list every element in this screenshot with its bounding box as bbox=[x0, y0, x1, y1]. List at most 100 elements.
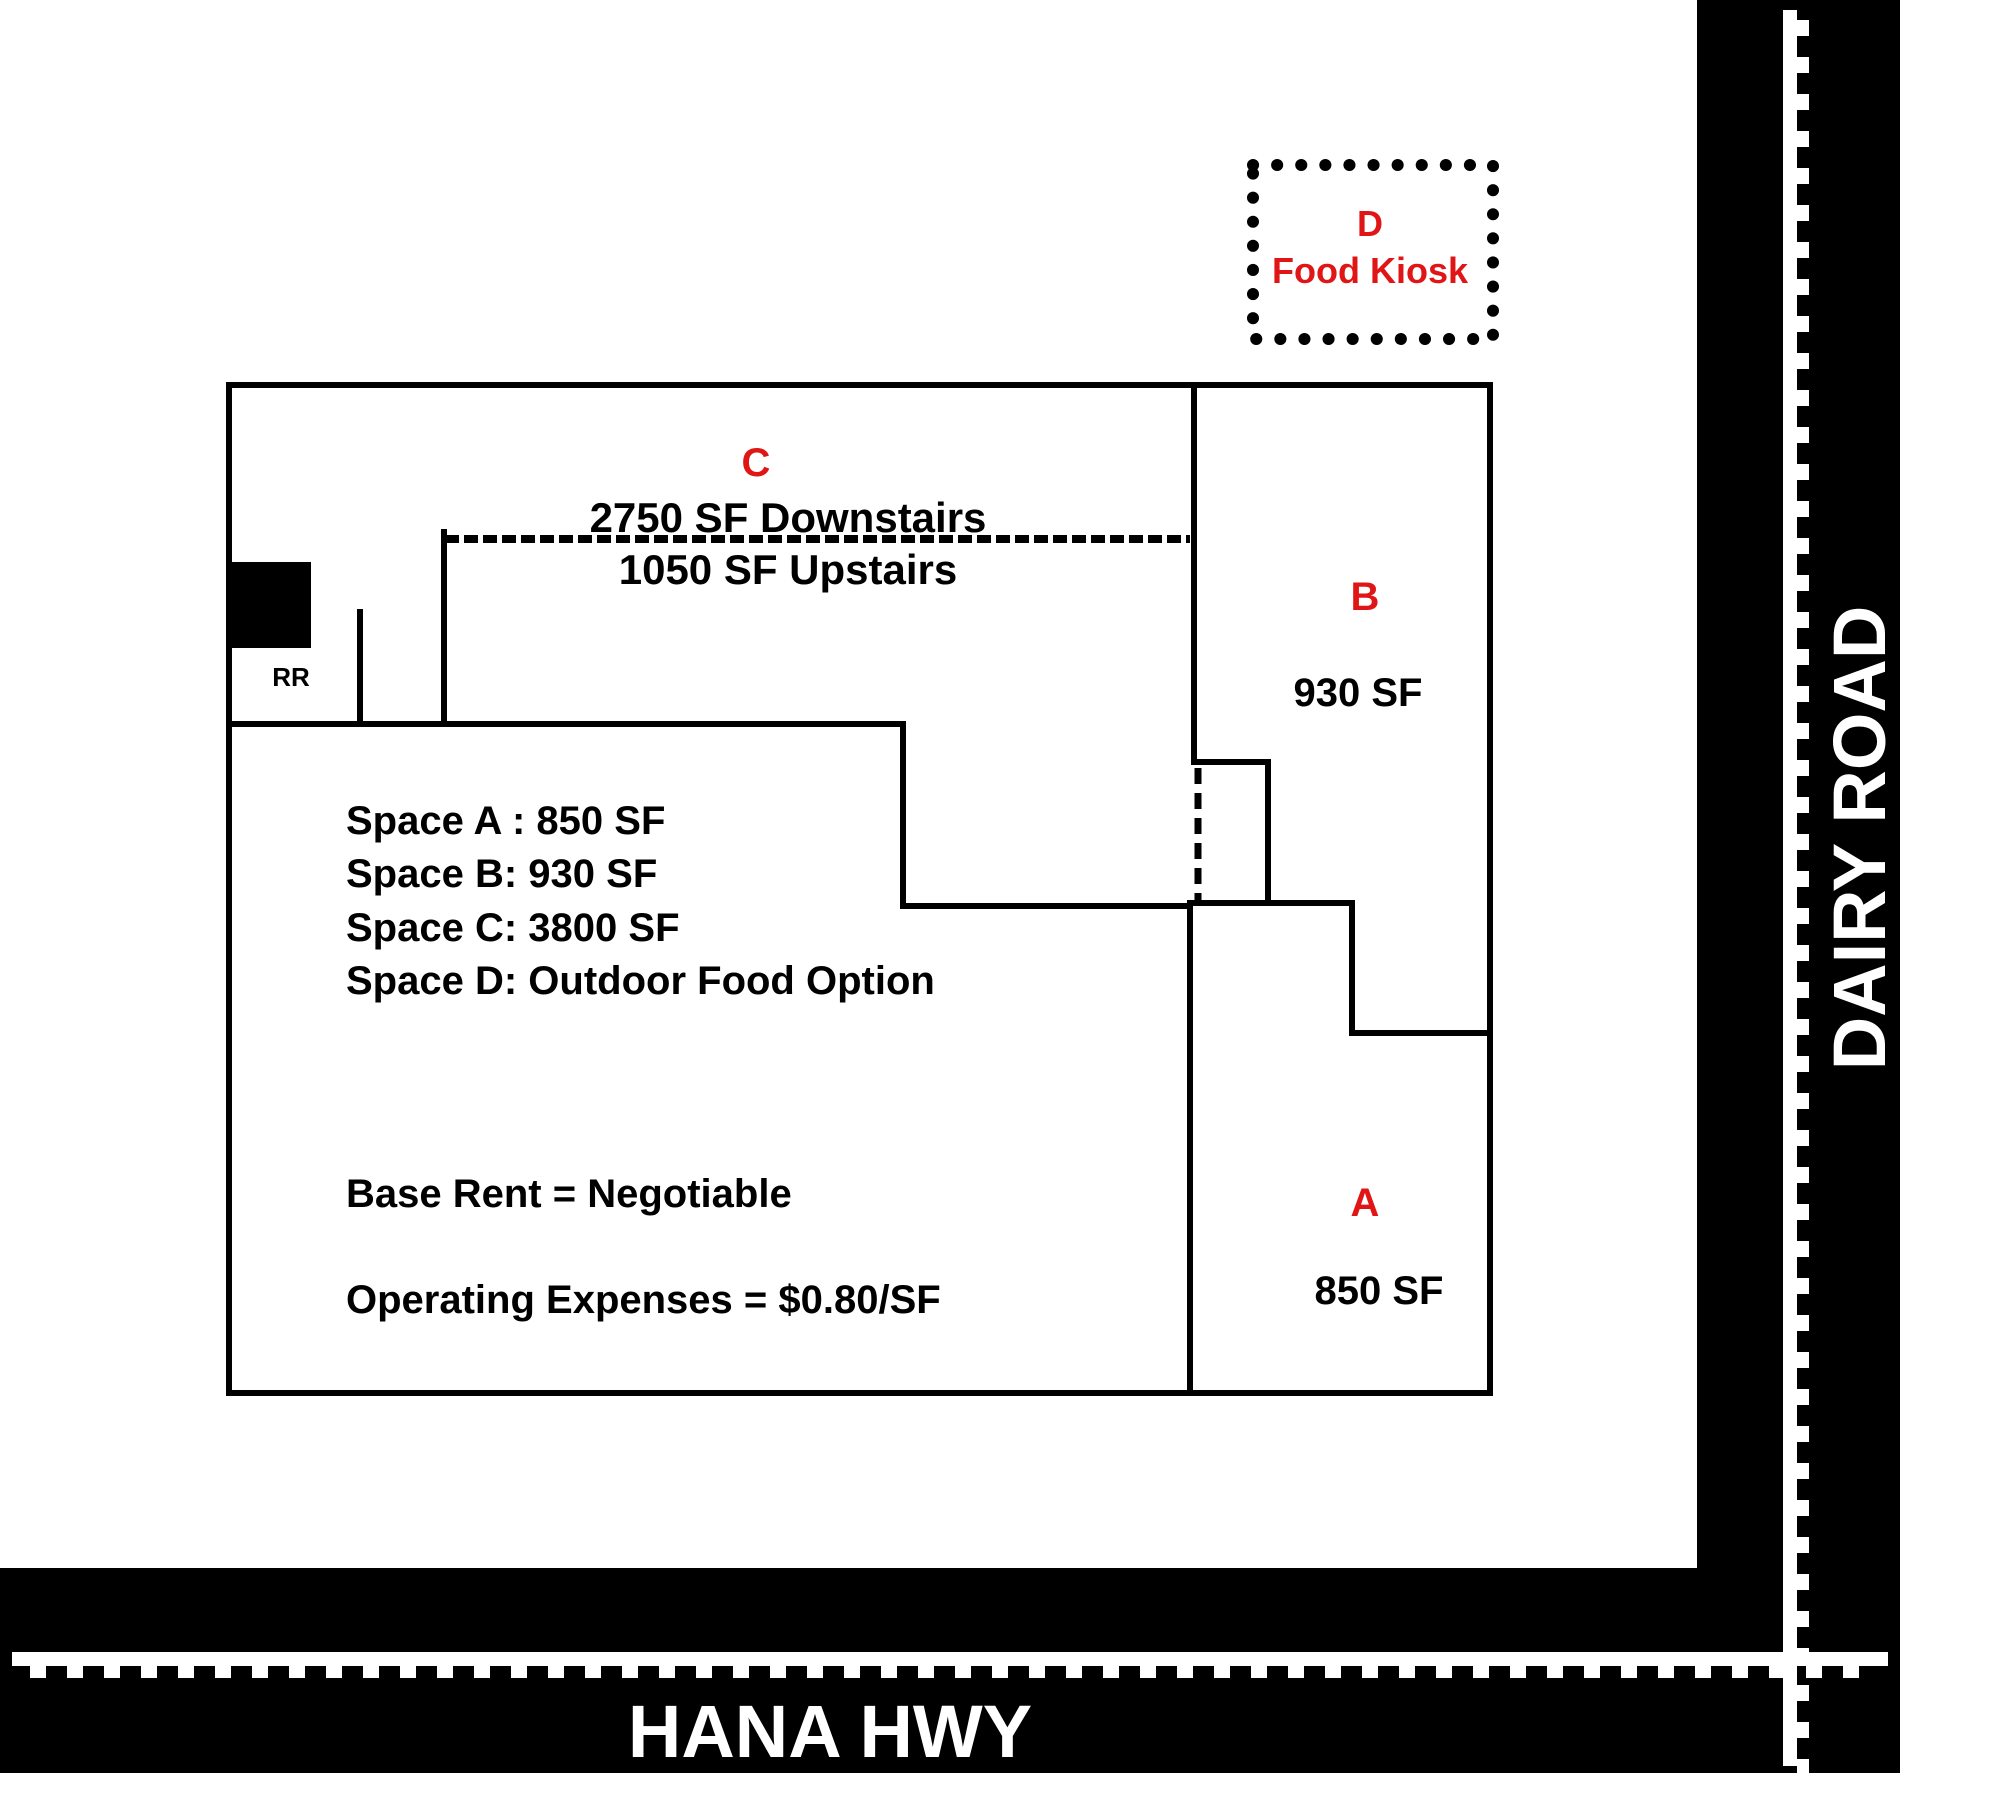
dairy-road-lane-tick bbox=[1797, 20, 1809, 36]
dairy-road-lane-tick bbox=[1797, 501, 1809, 517]
hana-hwy-lane-tick bbox=[1732, 1666, 1748, 1678]
hana-hwy-lane-tick bbox=[1399, 1666, 1415, 1678]
dairy-road-lane-tick bbox=[1797, 94, 1809, 110]
dairy-road-lane-tick bbox=[1797, 1500, 1809, 1516]
dairy-road-lane-tick bbox=[1797, 390, 1809, 406]
wall-c-space-a-summary-boundary bbox=[226, 721, 1193, 909]
dairy-road-lane-tick bbox=[1797, 908, 1809, 924]
space-c-upstairs: 1050 SF Upstairs bbox=[619, 546, 958, 593]
summary-line-b: Space B: 930 SF bbox=[346, 852, 657, 896]
dairy-road-center-band bbox=[1783, 10, 1797, 1766]
dairy-road-lane-tick bbox=[1797, 1204, 1809, 1220]
dairy-road-lane-tick bbox=[1797, 1574, 1809, 1590]
dairy-road-lane-tick bbox=[1797, 1093, 1809, 1109]
space-d-name: Food Kiosk bbox=[1272, 250, 1469, 291]
dairy-road-lane-tick bbox=[1797, 1315, 1809, 1331]
space-b-size: 930 SF bbox=[1294, 671, 1423, 715]
space-d-food-kiosk: D Food Kiosk bbox=[1247, 159, 1499, 345]
hana-hwy-lane-tick bbox=[1029, 1666, 1045, 1678]
dairy-road-lane-tick bbox=[1797, 279, 1809, 295]
dairy-road-lane-tick bbox=[1797, 797, 1809, 813]
dairy-road-lane-tick bbox=[1797, 205, 1809, 221]
hana-hwy-lane-tick bbox=[733, 1666, 749, 1678]
hana-hwy-lane-tick bbox=[1177, 1666, 1193, 1678]
dairy-road-lane-tick bbox=[1797, 464, 1809, 480]
dairy-road-lane-tick bbox=[1797, 1241, 1809, 1257]
space-b-letter: B bbox=[1351, 575, 1380, 619]
dairy-road-lane-tick bbox=[1797, 1537, 1809, 1553]
hana-hwy-lane-markings bbox=[12, 1652, 1888, 1678]
hana-hwy-lane-tick bbox=[770, 1666, 786, 1678]
hana-hwy-lane-tick bbox=[1621, 1666, 1637, 1678]
hana-hwy-lane-tick bbox=[1362, 1666, 1378, 1678]
dairy-road-lane-tick bbox=[1797, 982, 1809, 998]
dairy-road-lane-tick bbox=[1797, 871, 1809, 887]
space-a-letter: A bbox=[1351, 1181, 1380, 1225]
dairy-road-lane-tick bbox=[1797, 1278, 1809, 1294]
hana-hwy-lane-tick bbox=[622, 1666, 638, 1678]
dairy-road-lane-tick bbox=[1797, 131, 1809, 147]
dairy-road-lane-tick bbox=[1797, 1352, 1809, 1368]
dairy-road-lane-tick bbox=[1797, 1426, 1809, 1442]
dairy-road-lane-tick bbox=[1797, 686, 1809, 702]
space-d-letter: D bbox=[1357, 203, 1383, 244]
operating-expenses: Operating Expenses = $0.80/SF bbox=[346, 1278, 941, 1322]
hana-hwy-lane-tick bbox=[992, 1666, 1008, 1678]
dairy-road-lane-tick bbox=[1797, 1389, 1809, 1405]
dairy-road-lane-tick bbox=[1797, 57, 1809, 73]
dairy-road-lane-tick bbox=[1797, 1648, 1809, 1664]
space-summary: Space A : 850 SF Space B: 930 SF Space C… bbox=[346, 799, 935, 1003]
lease-terms: Base Rent = Negotiable Operating Expense… bbox=[346, 1172, 941, 1322]
restroom-block bbox=[229, 562, 311, 648]
hana-hwy-lane-tick bbox=[511, 1666, 527, 1678]
hana-hwy-lane-tick bbox=[178, 1666, 194, 1678]
dairy-road-lane-tick bbox=[1797, 316, 1809, 332]
dairy-road-lane-tick bbox=[1797, 168, 1809, 184]
food-kiosk-outline bbox=[1247, 159, 1499, 345]
hana-hwy-lane-tick bbox=[400, 1666, 416, 1678]
hana-hwy-lane-tick bbox=[1436, 1666, 1452, 1678]
dairy-road-lane-tick bbox=[1797, 1685, 1809, 1701]
hana-hwy-lane-tick bbox=[326, 1666, 342, 1678]
dairy-road-lane-tick bbox=[1797, 575, 1809, 591]
hana-hwy-lane-tick bbox=[1214, 1666, 1230, 1678]
hana-hwy-lane-tick bbox=[696, 1666, 712, 1678]
hana-hwy-center-band bbox=[12, 1652, 1888, 1666]
hana-hwy-lane-tick bbox=[474, 1666, 490, 1678]
dairy-road-label: DAIRY ROAD bbox=[1818, 606, 1901, 1071]
space-c-downstairs: 2750 SF Downstairs bbox=[590, 494, 987, 541]
dairy-road-lane-tick bbox=[1797, 1722, 1809, 1738]
dairy-road-lane-tick bbox=[1797, 1167, 1809, 1183]
hana-hwy-road bbox=[0, 1568, 1900, 1773]
hana-hwy-lane-tick bbox=[1288, 1666, 1304, 1678]
hana-hwy-lane-tick bbox=[1547, 1666, 1563, 1678]
hana-hwy-lane-tick bbox=[141, 1666, 157, 1678]
hana-hwy-lane-tick bbox=[659, 1666, 675, 1678]
summary-line-a: Space A : 850 SF bbox=[346, 799, 665, 843]
hana-hwy-lane-tick bbox=[1325, 1666, 1341, 1678]
dairy-road-lane-tick bbox=[1797, 353, 1809, 369]
hana-hwy-lane-tick bbox=[807, 1666, 823, 1678]
hana-hwy-lane-tick bbox=[1473, 1666, 1489, 1678]
dairy-road-lane-markings bbox=[1783, 10, 1809, 1775]
space-c-letter: C bbox=[742, 441, 771, 485]
hana-hwy-lane-tick bbox=[1843, 1666, 1859, 1678]
hana-hwy-lane-tick bbox=[67, 1666, 83, 1678]
summary-line-c: Space C: 3800 SF bbox=[346, 906, 680, 950]
hana-hwy-lane-tick bbox=[1769, 1666, 1785, 1678]
building-outline bbox=[226, 382, 1493, 1396]
dairy-road-lane-tick bbox=[1797, 1019, 1809, 1035]
dairy-road-lane-tick bbox=[1797, 538, 1809, 554]
hana-hwy-lane-tick bbox=[844, 1666, 860, 1678]
dairy-road-lane-tick bbox=[1797, 242, 1809, 258]
dairy-road-lane-tick bbox=[1797, 760, 1809, 776]
hana-hwy-lane-tick bbox=[1103, 1666, 1119, 1678]
wall-b-notch bbox=[1191, 759, 1271, 906]
hana-hwy-lane-tick bbox=[289, 1666, 305, 1678]
hana-hwy-lane-tick bbox=[1806, 1666, 1822, 1678]
dairy-road-lane-tick bbox=[1797, 1611, 1809, 1627]
hana-hwy-lane-tick bbox=[1584, 1666, 1600, 1678]
dairy-road-lane-tick bbox=[1797, 1130, 1809, 1146]
restroom-label: RR bbox=[272, 662, 310, 692]
